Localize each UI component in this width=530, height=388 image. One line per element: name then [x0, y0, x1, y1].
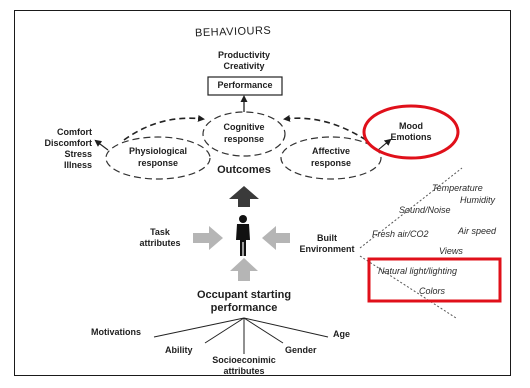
outcomes-label: Outcomes [217, 164, 271, 176]
attribute-gender: Gender [285, 345, 317, 355]
built-label: Built [317, 233, 337, 243]
outcome-illness: Illness [63, 160, 92, 170]
performance-sub-label: performance [210, 302, 278, 314]
mood-highlight-circle [362, 104, 460, 160]
arrow-affective-to-mood [377, 138, 392, 151]
factor-colors: Colors [419, 286, 446, 296]
cognitive-ellipse [202, 111, 286, 157]
attribute-socioeconomic-2: attributes [223, 366, 265, 376]
emotions-label: Emotions [390, 132, 432, 142]
feedback-arrow-physio-to-cognitive [123, 114, 205, 141]
physiological-response-label-1: Physiological [128, 146, 188, 156]
outcome-comfort: Comfort [57, 127, 92, 137]
task-label: Task [150, 227, 170, 237]
affective-ellipse [280, 136, 382, 180]
attributes-label: attributes [139, 238, 181, 248]
outcome-stress: Stress [64, 149, 92, 159]
attribute-socioeconomic-1: Socioeconimic [212, 355, 276, 365]
behaviour-creativity: Creativity [223, 61, 265, 71]
affective-response-label-2: response [310, 158, 352, 168]
lighting-highlight-rect [367, 257, 502, 303]
physiological-ellipse [105, 136, 211, 180]
factor-air-speed: Air speed [458, 226, 497, 236]
affective-response-label-1: Affective [311, 146, 350, 156]
physiological-response-label-2: response [137, 158, 179, 168]
attribute-connectors [153, 317, 329, 354]
slide-frame [14, 10, 511, 376]
attribute-age: Age [333, 329, 351, 339]
cognitive-response-label-2: response [223, 134, 265, 144]
arrow-task-to-occupant [193, 226, 223, 250]
performance-box [207, 76, 283, 96]
attribute-motivations: Motivations [91, 327, 142, 337]
mood-label: Mood [399, 121, 423, 131]
environment-fan-lower-line [359, 255, 457, 319]
occupant-person-icon [236, 215, 250, 256]
factor-views: Views [439, 246, 463, 256]
outcome-discomfort: Discomfort [44, 138, 92, 148]
attribute-ability: Ability [165, 345, 193, 355]
performance-label: Performance [217, 80, 273, 90]
feedback-arrow-affective-to-cognitive [283, 114, 367, 141]
factor-humidity: Humidity [460, 195, 496, 205]
factor-sound: Sound/Noise [399, 205, 451, 215]
factor-fresh-air: Fresh air/CO2 [372, 229, 429, 239]
arrow-environment-to-occupant [262, 226, 290, 250]
arrow-starting-to-occupant [230, 258, 258, 281]
occupant-starting-label: Occupant starting [196, 289, 292, 301]
factor-temperature: Temperature [432, 183, 483, 193]
factor-natural-light: Natural light/lighting [378, 266, 458, 276]
environment-label: Environment [299, 244, 355, 254]
diagram-title: BEHAVIOURS [194, 24, 272, 40]
behaviour-productivity: Productivity [217, 50, 270, 60]
cognitive-response-label-1: Cognitive [223, 122, 265, 132]
arrow-physio-to-comfort [94, 139, 109, 151]
environment-fan-upper-line [359, 167, 463, 249]
arrow-occupant-to-outcomes [229, 186, 259, 207]
